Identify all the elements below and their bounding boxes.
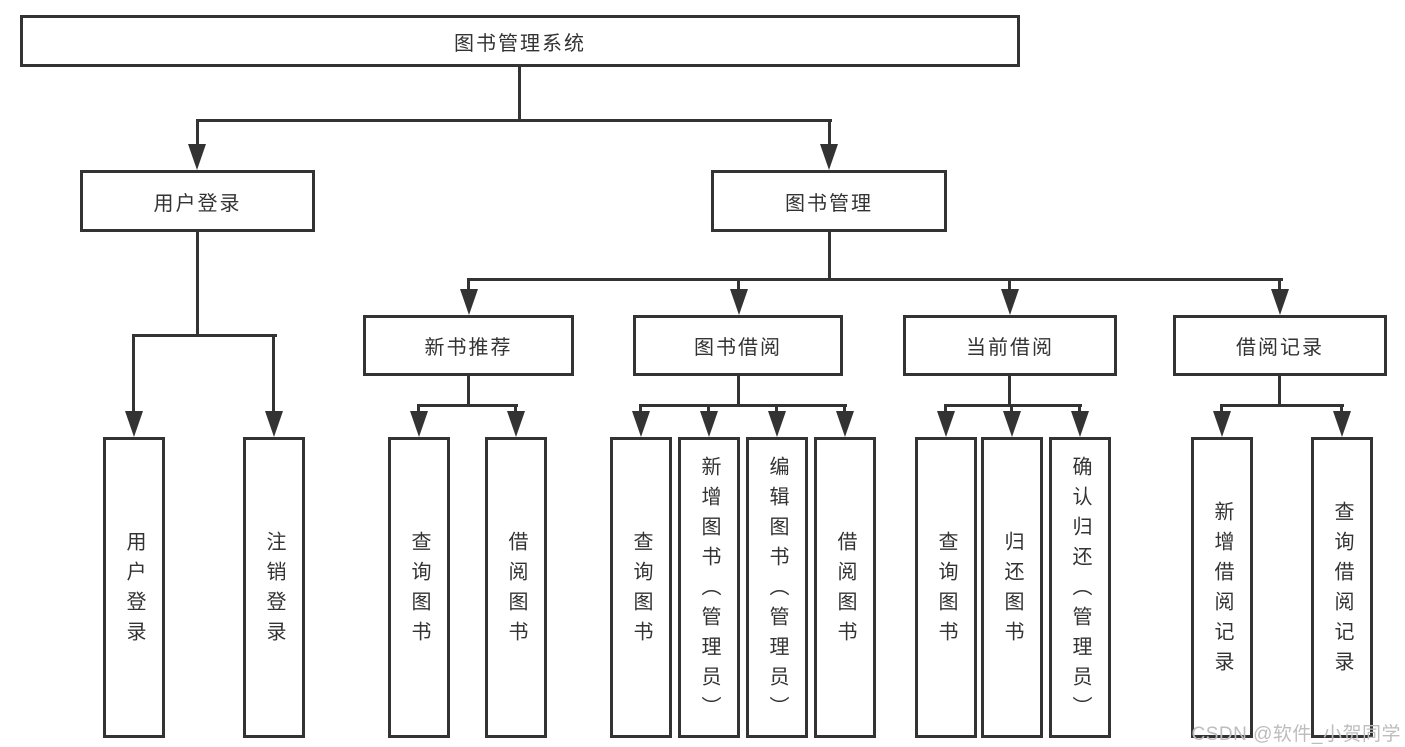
node-label: 图书管理系统	[454, 32, 586, 55]
edge-line	[1008, 278, 1011, 294]
leaf-user-login: 用户登录	[103, 437, 165, 738]
node-label: 当前借阅	[966, 337, 1054, 359]
edge-line	[467, 278, 470, 294]
edge-line	[737, 376, 740, 407]
arrow-head-icon	[1071, 411, 1089, 437]
leaf-edit-books-admin: 编辑图书（管理员）	[746, 437, 808, 738]
node-label: 借阅记录	[1236, 337, 1324, 359]
arrow-head-icon	[1333, 411, 1351, 437]
node-book-borrowing: 图书借阅	[633, 315, 843, 376]
leaf-query-books: 查询图书	[915, 437, 977, 738]
edge-line	[1340, 404, 1343, 416]
node-label: 新书推荐	[424, 337, 513, 359]
edge-line	[514, 404, 517, 416]
edge-line	[518, 67, 521, 122]
leaf-borrow-books: 借阅图书	[814, 437, 876, 738]
arrow-head-icon	[265, 411, 283, 437]
edge-line	[417, 404, 420, 416]
edge-line	[196, 232, 199, 336]
edge-line	[417, 404, 518, 407]
arrow-head-icon	[730, 289, 748, 315]
leaf-add-books-admin: 新增图书（管理员）	[678, 437, 740, 738]
edge-line	[639, 404, 642, 416]
arrow-head-icon	[820, 144, 838, 170]
leaf-confirm-return-admin: 确认归还（管理员）	[1049, 437, 1111, 738]
edge-line	[1220, 404, 1344, 407]
edge-line	[639, 404, 847, 407]
leaf-query-borrow-record: 查询借阅记录	[1311, 437, 1373, 738]
arrow-head-icon	[937, 411, 955, 437]
node-new-book-recommend: 新书推荐	[363, 315, 574, 376]
edge-line	[828, 232, 831, 281]
leaf-query-books: 查询图书	[388, 437, 450, 738]
edge-line	[196, 119, 832, 122]
arrow-head-icon	[1271, 289, 1289, 315]
leaf-logout: 注销登录	[243, 437, 305, 738]
node-current-borrowing: 当前借阅	[903, 315, 1117, 376]
edge-line	[737, 278, 740, 294]
leaf-return-books: 归还图书	[981, 437, 1043, 738]
arrow-head-icon	[1001, 289, 1019, 315]
arrow-head-icon	[460, 289, 478, 315]
edge-line	[132, 334, 277, 337]
node-label: 图书管理	[785, 192, 873, 215]
arrow-head-icon	[507, 411, 525, 437]
leaf-borrow-books: 借阅图书	[485, 437, 547, 738]
watermark: CSDN @软件_小贺同学	[1191, 724, 1401, 745]
node-library-management-system: 图书管理系统	[20, 15, 1020, 67]
node-label: 图书借阅	[694, 337, 782, 359]
edge-line	[467, 376, 470, 407]
arrow-head-icon	[700, 411, 718, 437]
edge-line	[944, 404, 1082, 407]
edge-line	[1278, 376, 1281, 407]
edge-line	[272, 334, 275, 414]
arrow-head-icon	[632, 411, 650, 437]
edge-line	[1078, 404, 1081, 416]
node-borrowing-records: 借阅记录	[1173, 315, 1387, 376]
edge-line	[1008, 376, 1011, 407]
arrow-head-icon	[410, 411, 428, 437]
edge-line	[828, 119, 831, 149]
edge-line	[775, 404, 778, 416]
arrow-head-icon	[768, 411, 786, 437]
edge-line	[196, 119, 199, 149]
arrow-head-icon	[1003, 411, 1021, 437]
arrow-head-icon	[836, 411, 854, 437]
edge-line	[1220, 404, 1223, 416]
edge-line	[1278, 278, 1281, 294]
edge-line	[1010, 404, 1013, 416]
edge-line	[843, 404, 846, 416]
arrow-head-icon	[188, 144, 206, 170]
node-label: 用户登录	[153, 192, 242, 215]
edge-line	[707, 404, 710, 416]
node-book-management: 图书管理	[711, 170, 947, 232]
leaf-query-books: 查询图书	[610, 437, 672, 738]
edge-line	[467, 278, 1283, 281]
node-user-login: 用户登录	[80, 170, 315, 232]
edge-line	[132, 334, 135, 414]
leaf-add-borrow-record: 新增借阅记录	[1191, 437, 1253, 738]
arrow-head-icon	[1213, 411, 1231, 437]
arrow-head-icon	[125, 411, 143, 437]
edge-line	[944, 404, 947, 416]
